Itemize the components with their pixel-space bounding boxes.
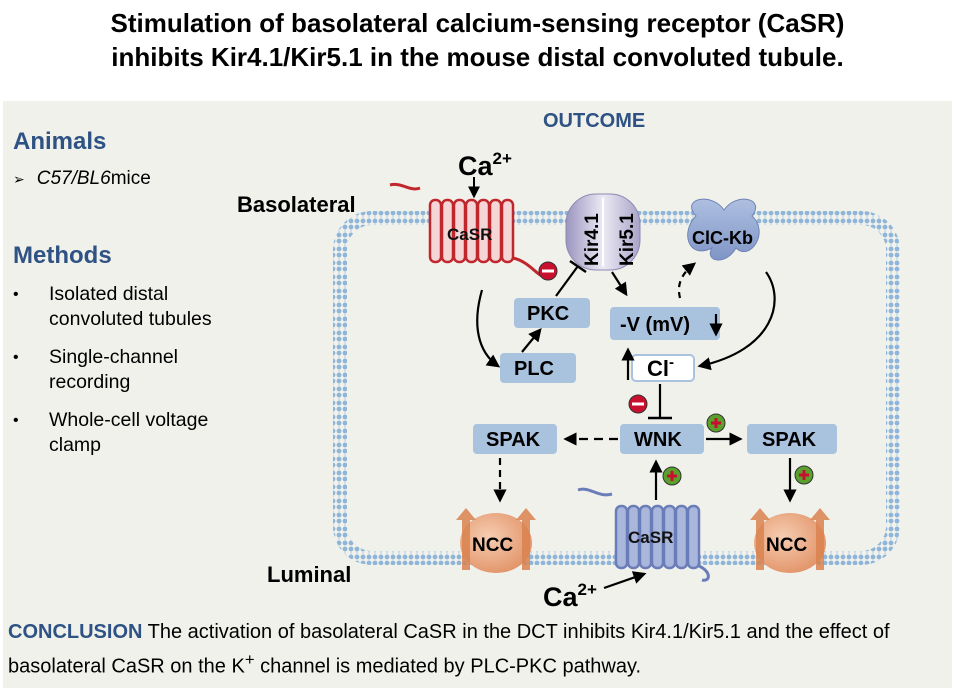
ca-bottom-label: Ca2+ [543,580,597,612]
inhibit-icon [628,394,648,414]
kir-channel [565,193,641,271]
casr-basolateral [389,182,549,278]
method-item: Isolated distal convoluted tubules [13,282,228,332]
spak-right-box [747,424,837,454]
ncc-left-label: NCC [472,535,513,556]
spak-left-box [473,424,557,454]
methods-list: Isolated distal convoluted tubules Singl… [13,282,228,458]
conclusion: CONCLUSION The activation of basolateral… [8,619,948,681]
plc-label: PLC [514,358,554,380]
wnk-label: WNK [634,429,682,451]
methods-heading: Methods [13,242,112,269]
voltage-label: -V (mV) [620,314,690,336]
conclusion-sup: + [244,650,255,669]
ncc-right-label: NCC [766,535,807,556]
plc-box [500,353,576,383]
casr-luminal [577,487,710,582]
clckb-channel [687,198,760,261]
kir41-label: Kir4.1 [582,213,603,266]
arrow-clckb-chloride [697,271,776,371]
activate-icon [706,413,726,433]
spak-left-label: SPAK [486,429,541,451]
ncc-right [750,508,830,573]
pkc-box [514,298,590,328]
chloride-box [631,354,695,382]
kir51-label: Kir5.1 [617,213,638,266]
arrow-voltage-clckb [677,262,697,299]
inhibit-icon [538,261,558,281]
arrow-kir-voltage [611,271,628,297]
arrow-plc-pkc [521,327,542,353]
animals-item: ➢ C57/BL6 mice [13,168,228,190]
title-line-2: inhibits Kir4.1/Kir5.1 in the mouse dist… [111,42,844,72]
conclusion-text-1: The activation of basolateral CaSR in th… [8,621,890,678]
animal-strain: C57/BL6 [36,168,111,189]
ncc-left [456,508,536,573]
arrow-casr-plc [476,289,501,368]
casr-top-label: CaSR [447,225,492,244]
wnk-box [620,424,704,454]
method-item: Single-channel recording [13,345,228,395]
activate-icon [662,466,682,486]
chloride-label: Cl- [647,354,674,381]
clckb-label: ClC-Kb [692,228,753,248]
arrow-bullet-icon: ➢ [13,170,25,187]
animal-suffix: mice [110,168,151,189]
sidebar: Animals ➢ C57/BL6 mice Methods Isolated … [13,128,228,471]
title-line-1: Stimulation of basolateral calcium-sensi… [110,8,845,38]
pkc-label: PKC [527,303,569,325]
basolateral-label: Basolateral [237,192,356,217]
page-title: Stimulation of basolateral calcium-sensi… [0,6,955,74]
voltage-box [610,307,720,340]
ca-top-label: Ca2+ [458,149,512,181]
arrow-ca-bottom [603,571,647,590]
conclusion-text-2: channel is mediated by PLC-PKC pathway. [254,655,642,678]
outcome-heading: OUTCOME [543,110,646,132]
casr-bottom-label: CaSR [628,528,673,547]
conclusion-lead: CONCLUSION [8,621,143,643]
activate-icon [794,465,814,485]
method-item: Whole-cell voltage clamp [13,408,228,458]
luminal-label: Luminal [267,562,351,587]
inhibit-pkc-kir [555,265,579,297]
animals-heading: Animals [13,128,107,155]
inhibit-bar-kir [569,259,587,274]
spak-right-label: SPAK [762,429,817,451]
